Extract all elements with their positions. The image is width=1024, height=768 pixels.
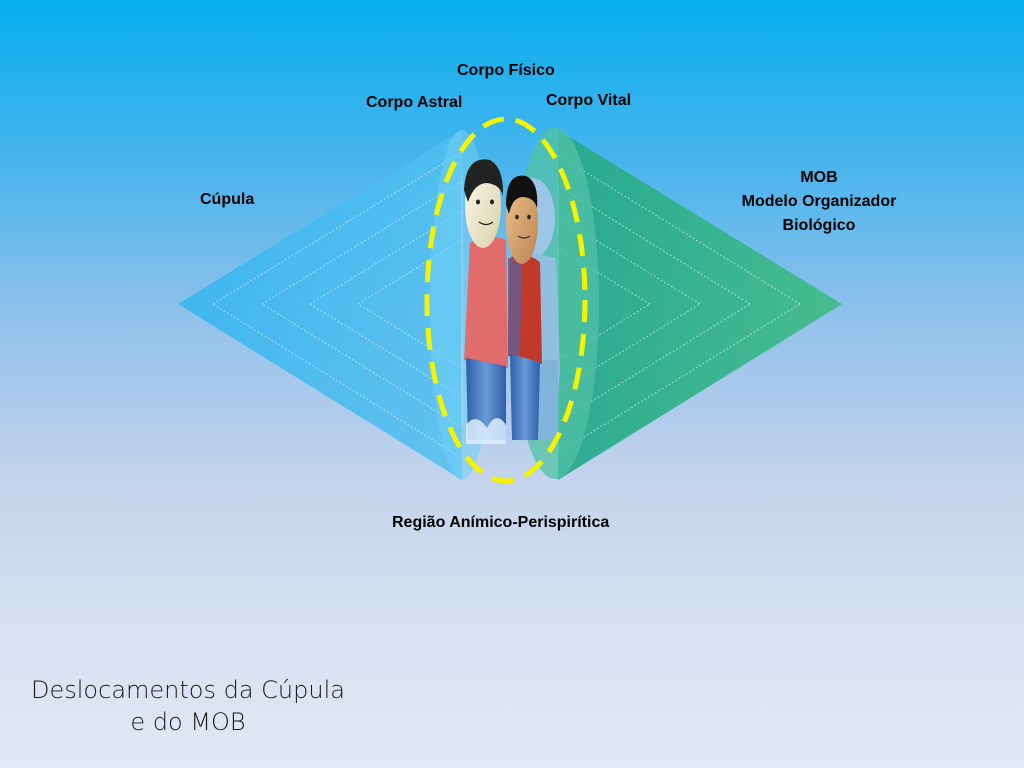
label-mob-line-2: Modelo Organizador [741, 193, 897, 210]
regiao-animico-ellipse [424, 116, 588, 484]
label-regiao: Região Anímico-Perispirítica [392, 514, 610, 531]
label-cupula: Cúpula [200, 191, 255, 208]
cupula-shape [178, 130, 494, 480]
label-mob-line-1: MOB [800, 169, 838, 186]
label-mob-line-3: Biológico [782, 217, 856, 234]
slide-title-line-1: Deslocamentos da Cúpula [31, 676, 345, 704]
person-astral-icon [464, 159, 508, 444]
slide-title-line-2: e do MOB [130, 708, 246, 736]
slide-title: Deslocamentos da Cúpula e do MOB [18, 674, 358, 738]
label-mob: MOB Modelo Organizador Biológico [714, 166, 924, 238]
label-corpo-astral: Corpo Astral [366, 94, 463, 111]
person-fisico-icon [506, 175, 542, 440]
label-corpo-fisico: Corpo Físico [457, 62, 555, 79]
label-corpo-vital: Corpo Vital [546, 92, 632, 109]
